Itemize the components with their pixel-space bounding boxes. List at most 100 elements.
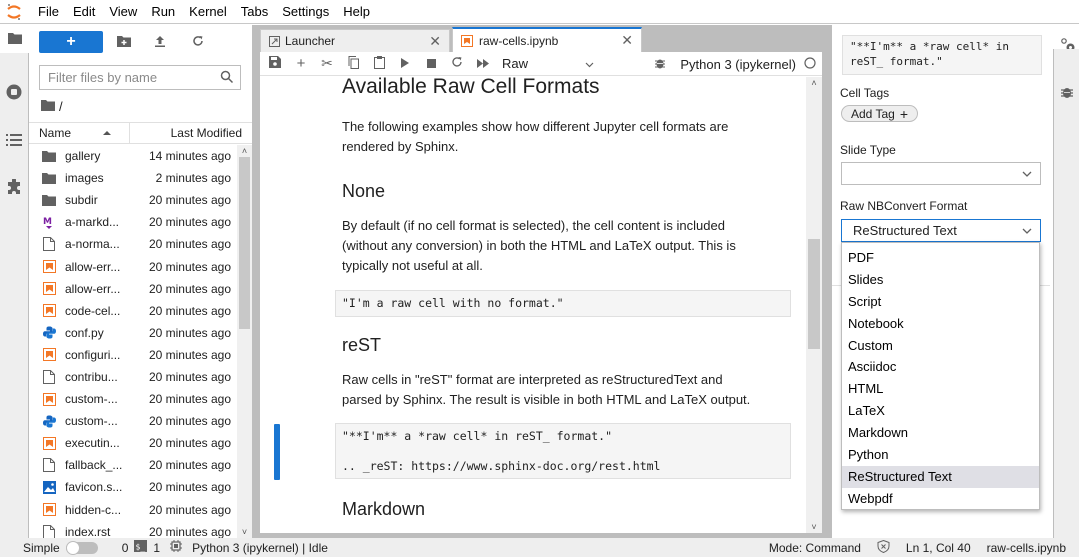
menu-file[interactable]: File [38, 3, 59, 19]
right-splitter[interactable] [830, 25, 832, 538]
dropdown-option[interactable]: Python [848, 447, 889, 463]
dropdown-option[interactable]: Notebook [848, 315, 904, 331]
raw-cell-none[interactable]: "I'm a raw cell with no format." [335, 290, 791, 317]
file-list-row[interactable]: allow-err...20 minutes ago [29, 255, 237, 277]
column-header-name[interactable]: Name [29, 123, 130, 143]
upload-button[interactable] [148, 31, 172, 53]
raw-format-label: Raw NBConvert Format [840, 199, 968, 213]
refresh-button[interactable] [186, 31, 210, 53]
menu-tabs[interactable]: Tabs [240, 3, 269, 19]
file-list-row[interactable]: code-cel...20 minutes ago [29, 300, 237, 322]
file-modified: 20 minutes ago [148, 215, 231, 230]
left-splitter[interactable] [252, 25, 260, 538]
kernel-name[interactable]: Python 3 (ipykernel) [680, 56, 796, 72]
file-list-row[interactable]: contribu...20 minutes ago [29, 366, 237, 388]
dropdown-option[interactable]: Markdown [848, 425, 908, 441]
file-list-row[interactable]: allow-err...20 minutes ago [29, 278, 237, 300]
extension-manager-tab[interactable] [0, 174, 28, 202]
new-folder-button[interactable] [112, 31, 136, 53]
file-list-scrollbar[interactable]: ˄ ˅ [237, 145, 252, 538]
tab-launcher[interactable]: Launcher ✕ [260, 29, 450, 52]
breadcrumb-root[interactable]: / [59, 98, 63, 114]
close-tab-icon[interactable]: ✕ [621, 32, 633, 48]
menu-help[interactable]: Help [343, 3, 370, 19]
debugger-tab[interactable] [1060, 85, 1074, 102]
file-list-row[interactable]: custom-...20 minutes ago [29, 410, 237, 432]
notebook-icon [41, 391, 57, 407]
dropdown-option[interactable]: Script [848, 293, 882, 309]
run-button[interactable] [392, 52, 418, 76]
rest-paragraph: Raw cells in "reST" format are interpret… [342, 372, 751, 407]
tab-raw-cells[interactable]: raw-cells.ipynb ✕ [452, 27, 642, 52]
dropdown-option[interactable]: PDF [848, 250, 874, 265]
column-header-modified[interactable]: Last Modified [170, 126, 242, 140]
file-list-row[interactable]: fallback_...20 minutes ago [29, 454, 237, 476]
close-tab-icon[interactable]: ✕ [429, 33, 441, 49]
notebook-scrollbar[interactable]: ˄ ˅ [806, 77, 822, 533]
raw-cell-rest[interactable]: "**I'm** a *raw cell* in reST_ format." … [335, 423, 791, 479]
scroll-up-icon[interactable]: ˄ [811, 78, 817, 88]
menu-view[interactable]: View [109, 3, 138, 19]
kernel-status[interactable]: Python 3 (ipykernel) | Idle [192, 540, 328, 555]
scrollbar-thumb[interactable] [239, 157, 250, 329]
scroll-up-icon[interactable]: ˄ [241, 146, 248, 156]
menu-kernel[interactable]: Kernel [189, 3, 227, 19]
cut-button[interactable]: ✂ [314, 52, 340, 76]
scroll-down-icon[interactable]: ˅ [241, 527, 248, 537]
menu-edit[interactable]: Edit [72, 3, 96, 19]
new-launcher-button[interactable]: + [39, 31, 103, 53]
cursor-position[interactable]: Ln 1, Col 40 [905, 540, 971, 555]
file-list-row[interactable]: custom-...20 minutes ago [29, 388, 237, 410]
dropdown-option[interactable]: Asciidoc [848, 359, 897, 375]
dropdown-option[interactable]: LaTeX [848, 403, 885, 419]
restart-run-all-button[interactable] [470, 52, 496, 76]
file-list-row[interactable]: hidden-c...20 minutes ago [29, 499, 237, 521]
debugger-bug-icon[interactable] [654, 57, 666, 72]
svg-text:M: M [43, 217, 52, 227]
dropdown-option[interactable]: Slides [848, 271, 884, 287]
file-browser-tab[interactable] [0, 25, 30, 53]
file-list-row[interactable]: favicon.s...20 minutes ago [29, 476, 237, 498]
file-modified: 20 minutes ago [148, 325, 231, 340]
terminals-count[interactable]: 0 [121, 540, 129, 555]
file-list-row[interactable]: a-norma...20 minutes ago [29, 233, 237, 255]
dropdown-option[interactable]: Custom [848, 337, 893, 353]
kernels-count[interactable]: 1 [153, 540, 161, 555]
menu-settings[interactable]: Settings [282, 3, 330, 19]
cell-type-select[interactable]: Raw [502, 54, 602, 74]
add-tag-button[interactable]: Add Tag + [841, 105, 918, 122]
file-modified: 20 minutes ago [148, 259, 231, 274]
file-filter-input[interactable] [40, 66, 210, 89]
heading-none: None [342, 181, 386, 201]
copy-button[interactable] [340, 52, 366, 76]
paste-button[interactable] [366, 52, 392, 76]
file-name: images [65, 171, 104, 186]
restart-button[interactable] [444, 52, 470, 76]
file-list-row[interactable]: configuri...20 minutes ago [29, 344, 237, 366]
running-terminals-tab[interactable] [0, 79, 28, 107]
dropdown-option[interactable]: ReStructured Text [842, 465, 1039, 488]
save-button[interactable] [262, 52, 288, 76]
scrollbar-thumb[interactable] [808, 239, 820, 349]
dropdown-option[interactable]: HTML [848, 381, 884, 397]
insert-cell-button[interactable]: + [288, 52, 314, 76]
home-folder-icon[interactable] [41, 99, 55, 114]
slide-type-select[interactable] [841, 162, 1041, 185]
file-list-row[interactable]: executin...20 minutes ago [29, 432, 237, 454]
raw-format-select[interactable]: ReStructured Text [841, 219, 1041, 242]
table-of-contents-tab[interactable] [0, 127, 28, 155]
dropdown-option[interactable]: Webpdf [848, 490, 893, 506]
simple-mode-toggle[interactable] [65, 540, 98, 555]
lsp-status-icon[interactable] [877, 539, 890, 556]
menu-run[interactable]: Run [151, 3, 176, 19]
active-cell-indicator[interactable] [274, 424, 280, 480]
interrupt-button[interactable] [418, 52, 444, 76]
scroll-down-icon[interactable]: ˅ [811, 522, 817, 532]
